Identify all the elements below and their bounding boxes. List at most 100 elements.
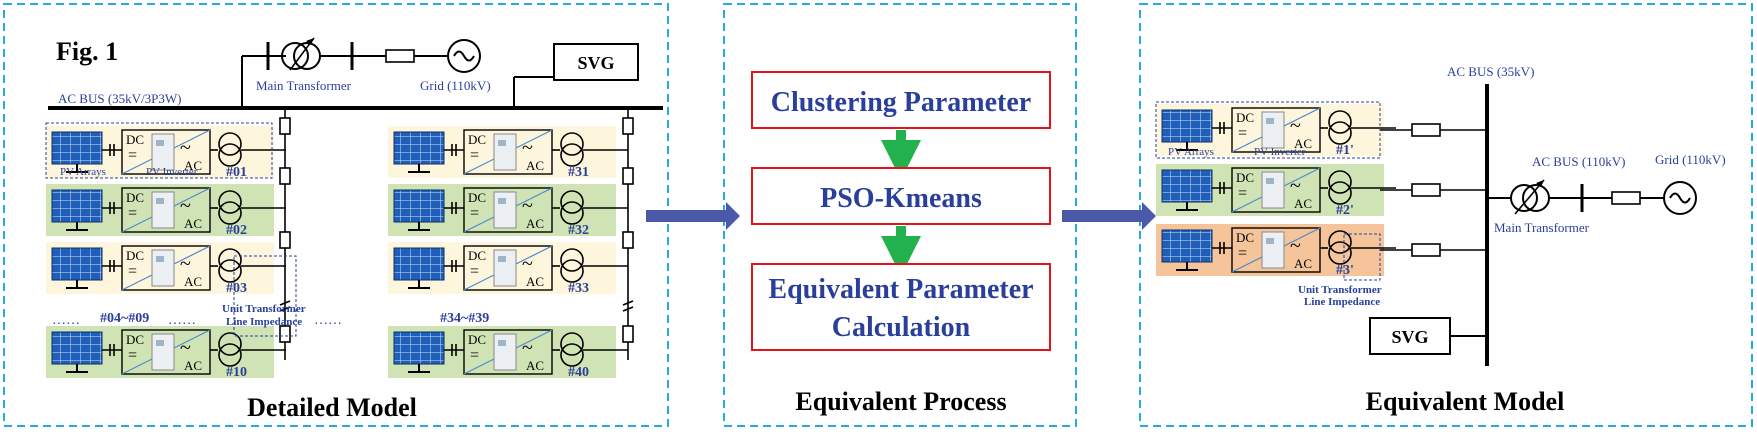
inverter-dc-label: DC (468, 132, 486, 147)
equivalent-unit-transformer-callout (1343, 233, 1381, 281)
pv-array-icon (51, 247, 103, 289)
equivalent-panel-border (1139, 3, 1753, 427)
pv-array-icon (393, 331, 445, 373)
inverter-dc-label: DC (1236, 110, 1254, 125)
unit-id-label: #01 (226, 165, 247, 180)
inverter-ac-symbol: ~ (522, 195, 533, 217)
inverter-ac-symbol: ~ (1290, 175, 1301, 197)
inverter-dc-symbol: = (470, 347, 479, 364)
equivalent-pv-callout-box (1155, 101, 1381, 159)
detailed-main-transformer-label: Main Transformer (256, 78, 352, 93)
inverter-dc-symbol: = (1238, 125, 1247, 142)
inverter-ac-label: AC (526, 274, 544, 289)
pv-array-icon (1161, 229, 1213, 271)
middle-gap-dots: …… (314, 313, 342, 328)
inverter-ac-label: AC (1294, 256, 1312, 271)
inverter-ac-label: AC (184, 274, 202, 289)
right-gap-label: #34~#39 (440, 311, 489, 326)
unit-transformer-icon (560, 190, 584, 225)
left-gap-label: #04~#09 (100, 311, 149, 326)
pv-array-icon (51, 131, 103, 173)
pv-array-icon (51, 331, 103, 373)
unit-transformer-label: Unit Transformer (222, 303, 306, 315)
equivalent-model-title: Equivalent Model (1366, 387, 1565, 416)
left-gap-dots-left: …… (52, 313, 80, 328)
pv-array-icon (51, 189, 103, 231)
unit-transformer-icon (560, 248, 584, 283)
pv-inverter-icon: DC=~AC (121, 187, 211, 233)
pv-inverter-icon: DC=~AC (463, 329, 553, 375)
detailed-grid-label: Grid (110kV) (420, 78, 491, 93)
unit-id-label: #40 (568, 365, 589, 380)
pv-inverter-icon: DC=~AC (1231, 227, 1321, 273)
pv-inverter-icon: DC=~AC (121, 129, 211, 175)
equivalent-line-impedance-label: Line Impedance (1304, 296, 1380, 308)
equivalent-ac-bus-110kv-label: AC BUS (110kV) (1532, 154, 1625, 169)
inverter-ac-symbol: ~ (522, 253, 533, 275)
inverter-ac-label: AC (1294, 196, 1312, 211)
step-calculation: Calculation (832, 312, 971, 343)
unit-id-label: #03 (226, 281, 247, 296)
detailed-main-transformer (241, 37, 481, 108)
pv-unit-31: DC=~AC #31 (388, 126, 628, 180)
inverter-dc-label: DC (126, 132, 144, 147)
equivalent-process-title: Equivalent Process (795, 387, 1006, 416)
unit-id-label: #2' (1336, 203, 1354, 218)
unit-transformer-icon (218, 248, 242, 283)
equivalent-main-transformer (1487, 179, 1697, 215)
unit-transformer-icon (560, 332, 584, 367)
equivalent-grid-source-icon (1663, 181, 1697, 215)
unit-id-label: #10 (226, 365, 247, 380)
inverter-ac-symbol: ~ (180, 195, 191, 217)
inverter-ac-symbol: ~ (522, 337, 533, 359)
equivalent-unit-2: DC=~AC#2' (1156, 164, 1396, 218)
unit-transformer-icon (1328, 230, 1352, 265)
pv-array-icon (393, 189, 445, 231)
inverter-dc-symbol: = (470, 205, 479, 222)
inverter-dc-symbol: = (470, 147, 479, 164)
unit-id-label: #33 (568, 281, 589, 296)
pv-inverter-icon: DC=~AC (463, 187, 553, 233)
pv-arrays-label: PV Arrays (60, 166, 106, 178)
equivalent-svg-label: SVG (1391, 327, 1428, 347)
equivalent-unit-rows: DC=~AC#1'DC=~AC#2'DC=~AC#3' (1156, 104, 1396, 278)
inverter-dc-symbol: = (470, 263, 479, 280)
inverter-dc-label: DC (126, 332, 144, 347)
detailed-svg-label: SVG (577, 53, 614, 73)
unit-id-label: #02 (226, 223, 247, 238)
line-impedance-label: Line Impedance (226, 316, 302, 328)
inverter-ac-symbol: ~ (180, 337, 191, 359)
step-equivalent-parameter: Equivalent Parameter (768, 274, 1033, 305)
equivalent-unit-transformer-label: Unit Transformer (1298, 284, 1382, 296)
equivalent-pv-inverter-label: PV Inverter (1254, 146, 1306, 158)
inverter-dc-symbol: = (1238, 245, 1247, 262)
pv-inverter-icon: DC= ~AC (463, 245, 553, 291)
inverter-ac-label: AC (184, 158, 202, 173)
inverter-ac-symbol: ~ (1290, 235, 1301, 257)
detailed-unit-rows: DC=~AC#01DC=~AC#02DC=~AC#03DC=~AC#10DC=~… (46, 126, 628, 380)
arrow-detailed-to-process (646, 202, 740, 230)
step-pso-kmeans: PSO-Kmeans (820, 183, 982, 214)
pv-unit-32: DC=~AC#32 (388, 184, 628, 238)
step-clustering-parameter: Clustering Parameter (771, 87, 1031, 118)
inverter-dc-label: DC (126, 190, 144, 205)
unit-transformer-icon (218, 332, 242, 367)
detailed-right-feeder (622, 108, 634, 360)
unit-id-label: #31 (568, 165, 589, 180)
inverter-dc-label: DC (468, 248, 486, 263)
inverter-dc-label: DC (126, 248, 144, 263)
unit-id-label: #32 (568, 223, 589, 238)
inverter-dc-symbol: = (128, 347, 137, 364)
pv-inverter-icon: DC=~AC (121, 245, 211, 291)
equivalent-unit-lines (1380, 123, 1487, 257)
inverter-ac-label: AC (526, 216, 544, 231)
pv-unit-10: DC=~AC#10 (46, 326, 286, 380)
pv-unit-02: DC=~AC #02 (46, 184, 286, 238)
inverter-dc-symbol: = (128, 263, 137, 280)
inverter-dc-label: DC (1236, 170, 1254, 185)
inverter-ac-symbol: ~ (180, 137, 191, 159)
pv-array-icon (393, 247, 445, 289)
pv-inverter-icon: DC=~AC (463, 129, 553, 175)
pv-array-icon (1161, 169, 1213, 211)
unit-transformer-icon (560, 132, 584, 167)
